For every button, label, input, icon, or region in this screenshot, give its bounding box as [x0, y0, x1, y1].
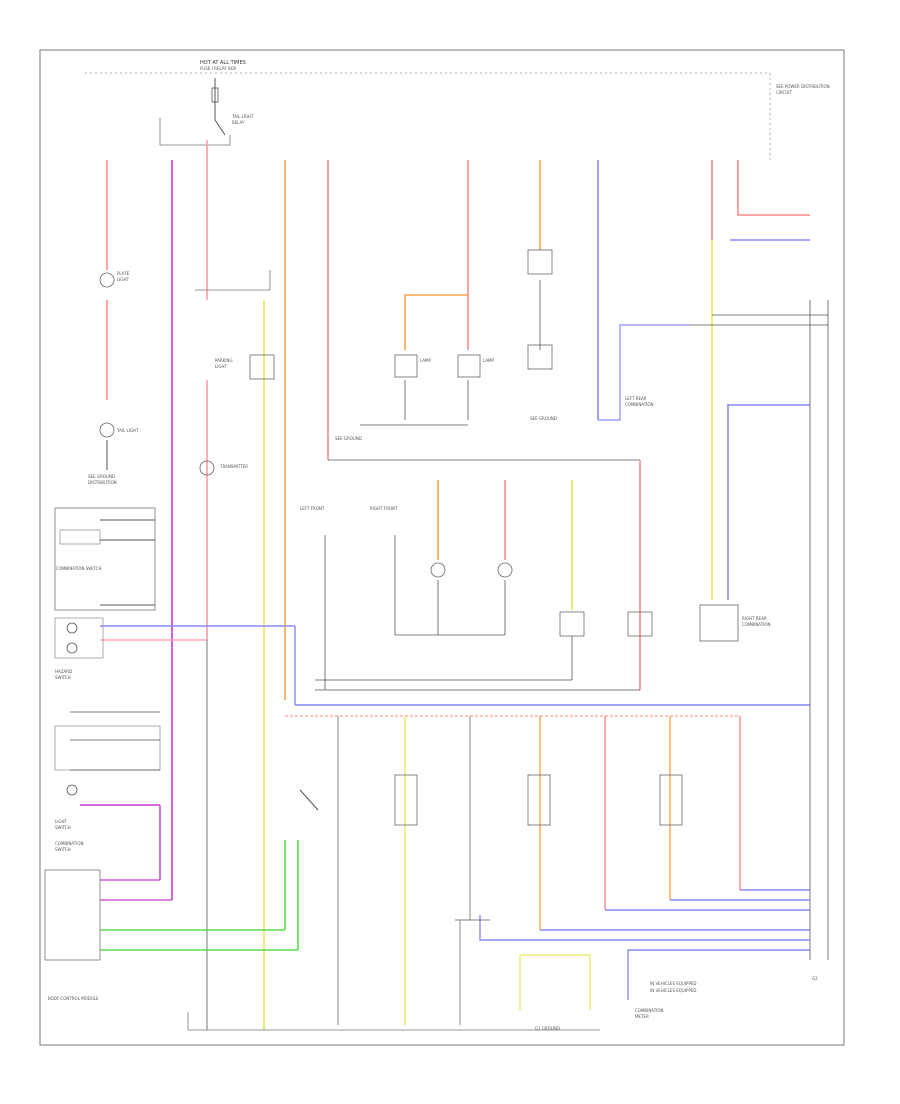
lamp-left-2 [99, 422, 115, 438]
relay-2 [249, 354, 275, 380]
wire-center-red [327, 160, 641, 690]
bottom-drops [337, 716, 741, 1025]
svg-text:RIGHT FRONT: RIGHT FRONT [370, 506, 398, 511]
svg-text:RIGHT REAR: RIGHT REAR [742, 616, 767, 621]
diagram-frame [39, 49, 845, 1046]
switch-center-2 [457, 354, 481, 378]
wire-green [100, 840, 299, 951]
relay-2-frame [195, 270, 271, 291]
svg-text:LIGHT: LIGHT [215, 364, 228, 369]
wire-blue-top [597, 160, 690, 421]
wire-blue-left [100, 625, 810, 706]
lamp-transmitter [199, 460, 215, 476]
svg-text:LAMP: LAMP [483, 358, 495, 363]
svg-text:LIGHT: LIGHT [55, 819, 68, 824]
left-lower-box [54, 725, 161, 771]
svg-text:LAMP: LAMP [420, 358, 432, 363]
svg-text:RELAY: RELAY [232, 120, 245, 125]
body-control-label: BODY CONTROL MODULE [48, 996, 99, 1001]
svg-text:SEE GROUND: SEE GROUND [335, 436, 362, 441]
svg-text:SWITCH: SWITCH [55, 847, 71, 852]
svg-text:IN VEHICLES EQUIPPED: IN VEHICLES EQUIPPED [650, 981, 696, 986]
svg-text:TAIL LIGHT: TAIL LIGHT [231, 114, 254, 119]
svg-text:PLATE: PLATE [117, 271, 130, 276]
svg-text:IN VEHICLES EQUIPPED: IN VEHICLES EQUIPPED [650, 988, 696, 993]
wire-left-pink [100, 140, 208, 1030]
switch-center-1 [394, 354, 418, 378]
svg-text:COMBINATION: COMBINATION [635, 1008, 664, 1013]
svg-text:COMBINATION: COMBINATION [625, 402, 654, 407]
relay-switch [214, 119, 226, 136]
right-lamp-box [699, 604, 739, 642]
svg-text:SWITCH: SWITCH [55, 825, 71, 830]
svg-text:CIRCUIT: CIRCUIT [776, 90, 792, 95]
lamp-box-1 [527, 249, 553, 275]
svg-text:PARKING: PARKING [215, 358, 233, 363]
svg-text:DISTRIBUTION: DISTRIBUTION [88, 480, 117, 485]
dimmer-switch-label: COMBINATION SWITCH [56, 566, 101, 571]
svg-text:COMBINATION: COMBINATION [742, 622, 771, 627]
bus-blue-bottom [479, 889, 810, 1000]
svg-text:TRANSMITTER: TRANSMITTER [219, 464, 248, 469]
svg-text:SWITCH: SWITCH [55, 675, 71, 680]
combination-switch-box [54, 507, 156, 611]
svg-text:LEFT FRONT: LEFT FRONT [300, 506, 325, 511]
svg-text:METER: METER [635, 1014, 649, 1019]
svg-text:TAIL LIGHT: TAIL LIGHT [116, 428, 139, 433]
lamp-box-2 [527, 344, 553, 370]
svg-text:COMBINATION: COMBINATION [55, 841, 84, 846]
lamp-left-1 [99, 272, 115, 288]
wire-orange-top [404, 160, 469, 350]
svg-text:SEE GROUND: SEE GROUND [88, 474, 115, 479]
svg-text:SEE GROUND: SEE GROUND [530, 416, 557, 421]
relay-box [159, 118, 231, 146]
svg-text:HAZARD: HAZARD [55, 669, 72, 674]
ground-main-label: G1 GROUND [535, 1026, 560, 1031]
ground-right-label: G2 [812, 976, 818, 981]
wire-right-blue-2 [727, 404, 810, 600]
svg-text:LEFT REAR: LEFT REAR [625, 396, 647, 401]
svg-text:LIGHT: LIGHT [117, 277, 130, 282]
wire-right-red-2 [737, 160, 810, 216]
fuse-box-label: FUSE / RELAY BOX [200, 66, 237, 71]
body-control-module [44, 869, 101, 961]
top-right-note: SEE POWER DISTRIBUTION [776, 84, 830, 89]
fuse-symbol [211, 87, 219, 103]
wire-left-purple [100, 160, 173, 901]
top-fuse-label: HOT AT ALL TIMES [200, 60, 246, 66]
